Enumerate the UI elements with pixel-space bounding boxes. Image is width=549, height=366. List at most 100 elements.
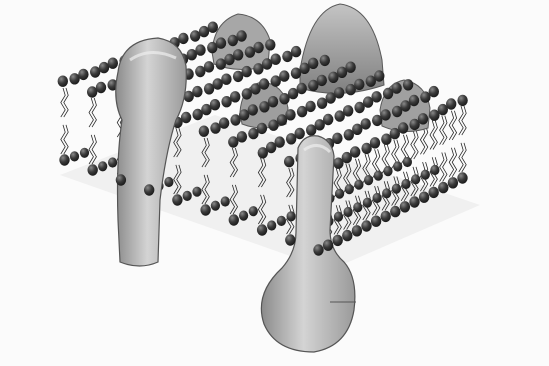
- lipid-tail: [89, 135, 93, 164]
- lipid-head-lower: [221, 196, 230, 206]
- lipid-head-upper: [210, 99, 220, 110]
- lipid-tail: [61, 88, 65, 117]
- lipid-head-upper: [242, 66, 252, 77]
- lipid-head-lower: [277, 216, 286, 226]
- lipid-head-upper: [291, 46, 301, 57]
- lipid-head-lower: [183, 191, 192, 201]
- lipid-head-upper: [323, 114, 333, 125]
- lipid-head-upper: [271, 54, 281, 65]
- lipid-head-upper: [78, 69, 88, 80]
- lipid-head-upper: [350, 146, 360, 157]
- lipid-tail: [440, 116, 444, 145]
- lipid-head-upper: [332, 133, 342, 144]
- lipid-head-upper: [96, 82, 106, 93]
- lipid-head-upper: [305, 101, 315, 112]
- lipid-head-upper: [192, 86, 202, 97]
- lipid-head-lower: [98, 161, 107, 171]
- lipid-head-lower: [363, 198, 372, 208]
- lipid-head-lower: [200, 204, 210, 215]
- lipid-head-upper: [380, 109, 390, 120]
- lipid-head-upper: [108, 58, 118, 69]
- lipid-head-upper: [195, 44, 205, 55]
- lipid-head-upper: [199, 126, 209, 137]
- lipid-tail: [411, 130, 415, 159]
- lipid-head-lower: [401, 179, 410, 189]
- lipid-head-upper: [418, 113, 428, 124]
- lipid-head-upper: [216, 37, 226, 48]
- lipid-tail: [430, 120, 434, 149]
- lipid-head-lower: [361, 220, 371, 231]
- lipid-head-lower: [164, 177, 173, 187]
- lipid-head-lower: [285, 234, 295, 245]
- lipid-head-upper: [253, 42, 263, 53]
- lipid-head-lower: [116, 174, 126, 185]
- lipid-head-lower: [373, 193, 382, 203]
- lipid-head-upper: [317, 75, 327, 86]
- lipid-head-upper: [236, 30, 246, 41]
- lipid-head-upper: [285, 109, 295, 120]
- lipid-head-lower: [382, 188, 391, 198]
- lipid-head-lower: [438, 182, 448, 193]
- lipid-head-lower: [352, 225, 362, 236]
- lipid-head-upper: [374, 70, 384, 81]
- lipid-head-upper: [181, 112, 191, 123]
- lipid-head-upper: [237, 131, 247, 142]
- lipid-tail: [459, 143, 463, 172]
- lipid-head-upper: [58, 76, 68, 87]
- lipid-head-upper: [429, 86, 439, 97]
- lipid-head-lower: [267, 220, 276, 230]
- lipid-head-upper: [257, 123, 267, 134]
- lipid-head-upper: [297, 83, 307, 94]
- lipid-head-lower: [383, 166, 392, 176]
- lipid-head-lower: [211, 201, 220, 211]
- lipid-head-upper: [208, 22, 218, 33]
- lipid-head-upper: [233, 49, 243, 60]
- lipid-head-lower: [429, 187, 439, 198]
- lipid-head-lower: [70, 151, 79, 161]
- lipid-head-lower: [59, 154, 69, 165]
- lipid-head-lower: [144, 184, 154, 195]
- lipid-head-lower: [192, 187, 201, 197]
- lipid-head-lower: [108, 157, 117, 167]
- lipid-head-lower: [345, 184, 354, 194]
- lipid-head-lower: [353, 202, 362, 212]
- lipid-head-lower: [334, 212, 343, 222]
- lipid-head-upper: [284, 156, 294, 167]
- lipid-head-upper: [391, 82, 401, 93]
- lipid-head-upper: [259, 78, 269, 89]
- lipid-head-lower: [257, 224, 267, 235]
- lipid-head-lower: [333, 235, 343, 246]
- lipid-head-lower: [323, 240, 333, 251]
- lipid-tail: [61, 125, 65, 154]
- lipid-head-upper: [219, 117, 229, 128]
- lipid-head-upper: [403, 79, 413, 90]
- lipid-head-lower: [335, 189, 344, 199]
- lipid-head-upper: [343, 105, 353, 116]
- lipid-head-lower: [448, 177, 458, 188]
- lipid-head-lower: [249, 206, 258, 216]
- lipid-head-upper: [230, 91, 240, 102]
- lipid-head-upper: [265, 39, 275, 50]
- lipid-head-upper: [204, 61, 214, 72]
- lipid-head-upper: [221, 74, 231, 85]
- lipid-head-upper: [371, 91, 381, 102]
- lipid-head-lower: [239, 211, 248, 221]
- lipid-tail: [89, 98, 93, 127]
- lipid-tail: [440, 153, 444, 182]
- lipid-head-lower: [172, 194, 182, 205]
- lipid-head-upper: [248, 104, 258, 115]
- lipid-head-lower: [344, 207, 353, 217]
- lipid-tail: [449, 111, 453, 140]
- lipid-head-lower: [342, 230, 352, 241]
- lipid-head-upper: [446, 98, 456, 109]
- lipid-head-lower: [419, 192, 429, 203]
- lipid-head-upper: [398, 122, 408, 133]
- lipid-head-lower: [430, 165, 439, 175]
- lipid-head-upper: [295, 128, 305, 139]
- lipid-head-lower: [409, 196, 419, 207]
- lipid-head-upper: [308, 58, 318, 69]
- lipid-head-lower: [88, 164, 98, 175]
- lipid-head-lower: [371, 216, 381, 227]
- lipid-head-upper: [275, 136, 285, 147]
